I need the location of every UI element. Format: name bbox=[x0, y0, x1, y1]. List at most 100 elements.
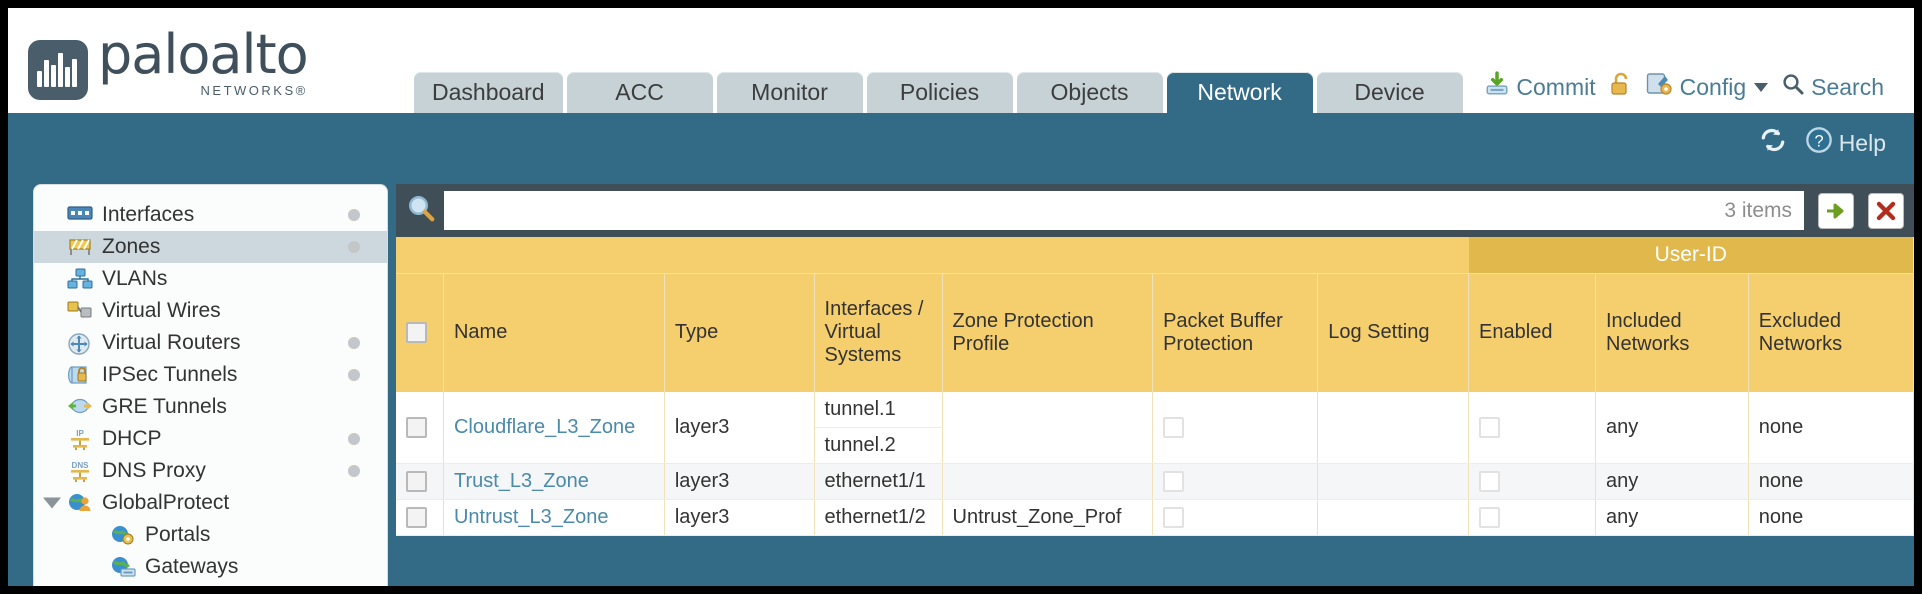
col-excluded-networks[interactable]: Excluded Networks bbox=[1748, 273, 1914, 392]
tab-monitor[interactable]: Monitor bbox=[716, 72, 863, 113]
main-content: 3 items bbox=[396, 184, 1914, 586]
search-input[interactable] bbox=[444, 191, 1713, 230]
sidebar-item-virtual-routers[interactable]: Virtual Routers bbox=[34, 327, 387, 359]
unlock-button[interactable] bbox=[1609, 71, 1633, 103]
cell-interfaces: ethernet1/2 bbox=[814, 499, 943, 536]
userid-enabled-checkbox[interactable] bbox=[1479, 506, 1501, 528]
clear-filter-button[interactable] bbox=[1868, 192, 1904, 229]
main-tab-bar[interactable]: Dashboard ACC Monitor Policies Objects N… bbox=[414, 70, 1467, 113]
tab-policies[interactable]: Policies bbox=[866, 72, 1013, 113]
config-menu-button[interactable]: Config bbox=[1646, 71, 1769, 103]
userid-enabled-checkbox[interactable] bbox=[1479, 416, 1501, 438]
tab-dashboard[interactable]: Dashboard bbox=[414, 72, 563, 113]
col-log-setting[interactable]: Log Setting bbox=[1317, 273, 1470, 392]
tab-acc[interactable]: ACC bbox=[566, 72, 713, 113]
cell-type: layer3 bbox=[664, 463, 815, 500]
packet-buffer-checkbox[interactable] bbox=[1163, 416, 1185, 438]
sidebar-item-dns-proxy[interactable]: DNS DNS Proxy bbox=[34, 455, 387, 487]
tab-label: Policies bbox=[899, 79, 980, 105]
refresh-icon[interactable] bbox=[1759, 127, 1787, 159]
cell-name: Untrust_L3_Zone bbox=[443, 499, 665, 536]
packet-buffer-checkbox[interactable] bbox=[1163, 470, 1185, 492]
table-head: User-ID Name Type Interfaces / Virtual S… bbox=[396, 237, 1914, 392]
packet-buffer-checkbox[interactable] bbox=[1163, 506, 1185, 528]
interfaces-icon bbox=[67, 204, 93, 226]
tab-objects[interactable]: Objects bbox=[1016, 72, 1163, 113]
globalprotect-icon bbox=[67, 492, 93, 514]
tab-label: Device bbox=[1354, 79, 1425, 105]
table-row[interactable]: Cloudflare_L3_Zone layer3 tunnel.1 tunne… bbox=[396, 391, 1914, 464]
search-magnifier-icon bbox=[1781, 72, 1805, 102]
userid-enabled-checkbox[interactable] bbox=[1479, 470, 1501, 492]
select-all-checkbox[interactable] bbox=[406, 322, 427, 344]
cell-included-networks: any bbox=[1595, 499, 1749, 536]
col-zone-protection-profile[interactable]: Zone Protection Profile bbox=[942, 273, 1154, 392]
tab-label: Network bbox=[1197, 79, 1282, 105]
sidebar-item-vlans[interactable]: VLANs bbox=[34, 263, 387, 295]
apply-filter-button[interactable] bbox=[1818, 192, 1854, 229]
commit-button[interactable]: Commit bbox=[1484, 71, 1596, 103]
sidebar-item-label: Interfaces bbox=[102, 203, 195, 226]
col-type[interactable]: Type bbox=[664, 273, 815, 392]
cell-userid-enabled bbox=[1468, 463, 1596, 500]
col-name[interactable]: Name bbox=[443, 273, 665, 392]
sidebar-item-zones[interactable]: Zones bbox=[34, 231, 387, 263]
row-checkbox[interactable] bbox=[406, 416, 427, 438]
col-packet-buffer-protection[interactable]: Packet Buffer Protection bbox=[1152, 273, 1319, 392]
gateways-icon bbox=[110, 556, 136, 578]
expander-triangle-icon[interactable] bbox=[43, 497, 61, 509]
sub-toolbar: ? Help bbox=[8, 113, 1914, 175]
sidebar-item-virtual-wires[interactable]: Virtual Wires bbox=[34, 295, 387, 327]
sidebar-item-globalprotect[interactable]: GlobalProtect bbox=[34, 487, 387, 519]
brand-name: paloalto bbox=[98, 23, 309, 86]
sidebar-item-ipsec-tunnels[interactable]: IPSec Tunnels bbox=[34, 359, 387, 391]
cell-packet-buffer-protection bbox=[1152, 499, 1319, 536]
tab-device[interactable]: Device bbox=[1316, 72, 1463, 113]
sidebar-item-label: DHCP bbox=[102, 427, 162, 450]
zone-name-link[interactable]: Cloudflare_L3_Zone bbox=[453, 415, 636, 438]
tab-label: Monitor bbox=[751, 79, 828, 105]
cell-included-networks: any bbox=[1595, 463, 1749, 500]
brand-subtitle: NETWORKS® bbox=[200, 83, 308, 98]
sidebar-item-label: VLANs bbox=[102, 267, 168, 290]
search-button[interactable]: Search bbox=[1781, 72, 1884, 102]
row-checkbox[interactable] bbox=[406, 470, 427, 492]
group-header-userid: User-ID bbox=[1468, 237, 1914, 274]
sidebar-item-label: GlobalProtect bbox=[102, 491, 230, 514]
status-dot bbox=[348, 209, 360, 221]
cell-included-networks: any bbox=[1595, 391, 1749, 464]
sidebar-item-gateways[interactable]: Gateways bbox=[34, 551, 387, 583]
search-magnifier-icon[interactable] bbox=[406, 193, 436, 228]
commit-label: Commit bbox=[1516, 73, 1596, 100]
tab-label: ACC bbox=[615, 79, 664, 105]
tab-network[interactable]: Network bbox=[1166, 72, 1313, 113]
sidebar-item-interfaces[interactable]: Interfaces bbox=[34, 199, 387, 231]
chevron-down-icon[interactable] bbox=[1754, 82, 1769, 92]
zone-name-link[interactable]: Trust_L3_Zone bbox=[453, 469, 589, 492]
row-checkbox[interactable] bbox=[406, 506, 427, 528]
col-userid-enabled[interactable]: Enabled bbox=[1468, 273, 1596, 392]
sidebar-item-portals[interactable]: Portals bbox=[34, 519, 387, 551]
col-interfaces-virtual-systems[interactable]: Interfaces / Virtual Systems bbox=[814, 273, 943, 392]
zone-name-link[interactable]: Untrust_L3_Zone bbox=[453, 505, 609, 528]
col-included-networks[interactable]: Included Networks bbox=[1595, 273, 1749, 392]
tab-label: Objects bbox=[1050, 79, 1129, 105]
help-label: Help bbox=[1838, 129, 1886, 156]
table-row[interactable]: Untrust_L3_Zone layer3 ethernet1/2 Untru… bbox=[396, 499, 1914, 536]
sidebar-item-gre-tunnels[interactable]: GRE Tunnels bbox=[34, 391, 387, 423]
virtual-wires-icon bbox=[67, 300, 93, 322]
ipsec-tunnels-icon bbox=[67, 364, 93, 386]
cell-userid-enabled bbox=[1468, 391, 1596, 464]
tab-label: Dashboard bbox=[432, 79, 545, 105]
cell-zone-protection-profile: Untrust_Zone_Prof bbox=[942, 499, 1154, 536]
table-row[interactable]: Trust_L3_Zone layer3 ethernet1/1 any non… bbox=[396, 463, 1914, 500]
sidebar-item-dhcp[interactable]: IP DHCP bbox=[34, 423, 387, 455]
row-select-cell bbox=[396, 499, 444, 536]
dhcp-icon: IP bbox=[67, 428, 93, 450]
paloalto-logo-icon bbox=[28, 40, 88, 100]
help-button[interactable]: ? Help bbox=[1805, 126, 1886, 160]
cell-excluded-networks: none bbox=[1748, 499, 1914, 536]
app-window: paloalto NETWORKS® Dashboard ACC Monitor… bbox=[8, 8, 1914, 586]
cell-name: Trust_L3_Zone bbox=[443, 463, 665, 500]
cell-zone-protection-profile bbox=[942, 391, 1154, 464]
